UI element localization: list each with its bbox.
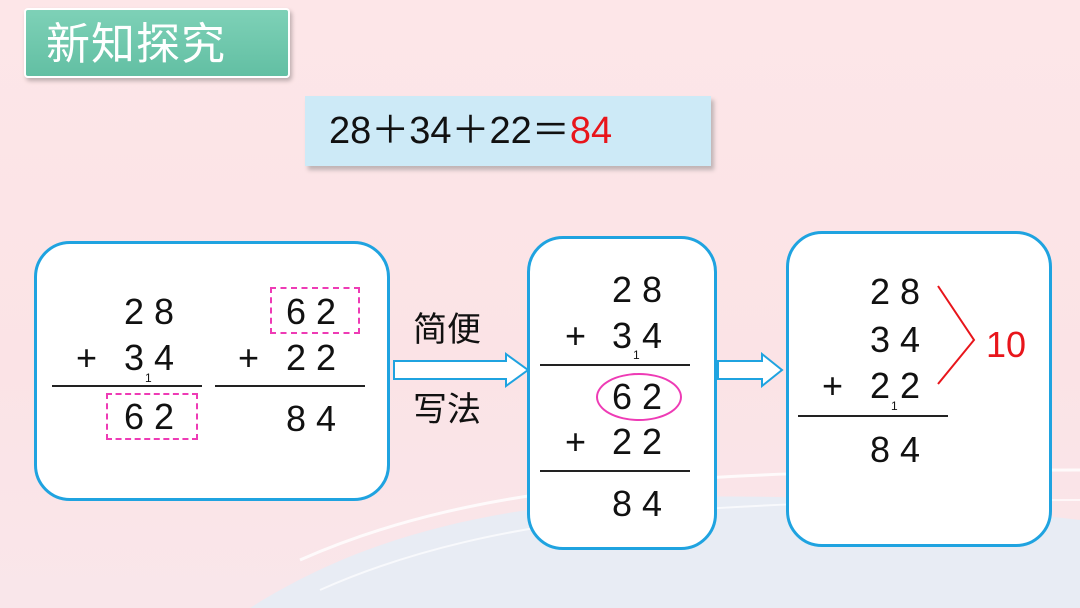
- left-calc1-rule: [52, 385, 202, 387]
- mid-rule2: [540, 470, 690, 472]
- mid-row1: 2 8: [612, 269, 663, 310]
- left-calc1-row2: 3 4: [124, 337, 175, 378]
- right-row2: 3 4: [870, 319, 921, 360]
- left-calc1-op: +: [76, 337, 98, 378]
- left-calc2-top-highlight: [270, 287, 360, 334]
- right-row1: 2 8: [870, 271, 921, 312]
- mid-row3: 2 2: [612, 421, 663, 462]
- right-rule: [798, 415, 948, 417]
- section-title: 新知探究: [24, 8, 290, 78]
- left-calc2-row1: 6 2: [286, 291, 337, 332]
- mid-carry: 1: [633, 348, 640, 362]
- ones-sum: 10: [986, 324, 1027, 365]
- mid-op1: +: [565, 315, 587, 356]
- left-calc1-carry: 1: [145, 371, 152, 385]
- left-calc2-result: 8 4: [286, 398, 337, 439]
- mid-partial-highlight: [596, 373, 682, 421]
- left-calc1-result-highlight: [106, 393, 198, 440]
- right-arrow-icon: [393, 352, 530, 388]
- panel-grouped: [786, 231, 1052, 547]
- panel-stepwise: [34, 241, 390, 501]
- equation-box: 28＋34＋22＝84: [305, 96, 711, 166]
- left-calc1-row1: 2 8: [124, 291, 175, 332]
- left-calc1-result: 6 2: [124, 396, 175, 437]
- right-arrow-icon-2: [717, 352, 784, 388]
- method-label-line2: 写法: [413, 390, 481, 430]
- right-op: +: [822, 365, 844, 406]
- left-calc2-row2: 2 2: [286, 337, 337, 378]
- mid-row2: 3 4: [612, 315, 663, 356]
- equation-expression: 28＋34＋22＝: [329, 110, 570, 152]
- left-calc2-op: +: [238, 337, 260, 378]
- right-carry: 1: [891, 399, 898, 413]
- method-label-line1: 简便: [413, 310, 481, 350]
- ones-bracket: [937, 285, 976, 385]
- left-calc2-rule: [215, 385, 365, 387]
- mid-op2: +: [565, 421, 587, 462]
- mid-partial: 6 2: [612, 376, 663, 417]
- mid-rule1: [540, 364, 690, 366]
- right-row3: 2 2: [870, 365, 921, 406]
- right-result: 8 4: [870, 429, 921, 470]
- mid-result: 8 4: [612, 483, 663, 524]
- equation-answer: 84: [569, 110, 613, 152]
